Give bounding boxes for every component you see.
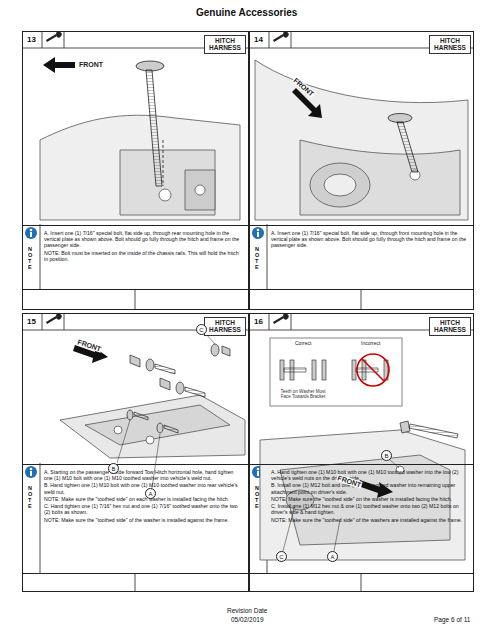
note-label: NOTE [28, 485, 34, 509]
step-number: 13 [27, 35, 36, 44]
callout-letter: A [145, 488, 156, 499]
note-label: NOTE [28, 246, 34, 270]
note-text: A. Starting on the passenger's side forw… [44, 469, 243, 524]
revision-label: Revision Date [227, 608, 267, 615]
callout-letter: B [108, 463, 119, 474]
washer-note: Teeth on Washer Must Face Towards Bracke… [275, 390, 331, 400]
note-paragraph: NOTE: Bolt must be inserted on the insid… [44, 250, 243, 262]
washer-inset [270, 338, 402, 406]
hitch-harness-badge: HITCH HARNESS [429, 35, 471, 54]
note-paragraph: C. Hand tighten one (1) 7/16" hex nut an… [44, 503, 243, 515]
callout-letter: C [276, 551, 287, 562]
front-label: FRONT [78, 61, 104, 68]
step-number: 16 [254, 317, 263, 326]
hitch-plate [60, 395, 245, 458]
hitch-harness-badge: HITCH HARNESS [204, 35, 246, 54]
note-paragraph: NOTE: Make sure the "toothed side" on th… [271, 496, 468, 502]
step-number: 15 [27, 317, 36, 326]
note-paragraph: NOTE: Make sure the "toothed side" of th… [271, 517, 468, 523]
badge-text: HITCH HARNESS [430, 320, 470, 334]
note-box: NOTE A. Insert one (1) 7/16" special bolt… [22, 225, 249, 290]
note-box: NOTE A. Insert one (1) 7/16" special bolt… [249, 225, 474, 290]
special-bolt [388, 114, 418, 173]
callout-letter: C [196, 324, 207, 335]
note-paragraph: C. Install one (1) M12 hex nut & one (1)… [271, 503, 468, 515]
badge-text: HITCH HARNESS [205, 320, 245, 334]
note-paragraph: A. Insert one (1) 7/16" special bolt, fl… [271, 230, 468, 249]
washer-detail [280, 360, 388, 380]
note-paragraph: NOTE: Make sure the "toothed side" on ea… [44, 496, 243, 502]
step-panel: 14 HITCH HARNESS NOTE A. Insert one (1) 7/1… [249, 31, 474, 310]
info-icons [25, 227, 264, 478]
hitch-frame [40, 115, 240, 220]
inset-label: Incorrect [360, 341, 381, 346]
note-paragraph: NOTE: Make sure the "toothed side" of th… [44, 517, 243, 523]
vehicle-frame [260, 430, 465, 560]
note-paragraph: B. Hand tighten one (1) M10 bolt with on… [44, 482, 243, 494]
hitch-harness-badge: HITCH HARNESS [204, 317, 246, 336]
note-paragraph: B. Install one (1) M12 bolt and one (1) … [271, 482, 468, 494]
note-paragraph: A. Starting on the passenger's side forw… [44, 469, 243, 481]
hitch-harness-badge: HITCH HARNESS [429, 317, 471, 336]
page-number: Page 6 of 11 [434, 617, 470, 624]
note-box: NOTE A. Starting on the passenger's side … [22, 464, 249, 574]
step-panel: 15 HITCH HARNESS NOTE A. Starting on the pa… [22, 313, 249, 592]
badge-text: HITCH HARNESS [205, 38, 245, 52]
callout-letter: A [327, 551, 338, 562]
note-paragraph: A. Hand tighten one (1) M10 bolt with on… [271, 469, 468, 481]
front-arrow [43, 57, 75, 73]
prohibited-sign [357, 354, 389, 386]
step-number: 14 [254, 35, 263, 44]
special-bolt [136, 61, 164, 186]
m12-bolt [400, 421, 458, 438]
note-text: A. Insert one (1) 7/16" special bolt, fl… [271, 230, 468, 250]
badge-text: HITCH HARNESS [430, 38, 470, 52]
note-text: A. Insert one (1) 7/16" special bolt, fl… [44, 230, 243, 263]
step-panel: 16 HITCH HARNESS NOTE A. Hand tighten one (… [249, 313, 474, 592]
step-panel: 13 HITCH HARNESS NOTE A. Insert one (1) 7/1… [22, 31, 249, 310]
note-text: A. Hand tighten one (1) M10 bolt with on… [271, 469, 468, 524]
bolts-washers [127, 344, 230, 433]
note-label: NOTE [255, 485, 261, 509]
vehicle-body [255, 60, 468, 220]
callout-letter: B [381, 450, 392, 461]
note-paragraph: A. Insert one (1) 7/16" special bolt, fl… [44, 230, 243, 249]
note-label: NOTE [255, 246, 261, 270]
page-title: Genuine Accessories [196, 8, 297, 18]
revision-date: 05/02/2019 [231, 617, 264, 624]
inset-label: Correct [294, 341, 312, 346]
panel-grid [22, 31, 473, 591]
